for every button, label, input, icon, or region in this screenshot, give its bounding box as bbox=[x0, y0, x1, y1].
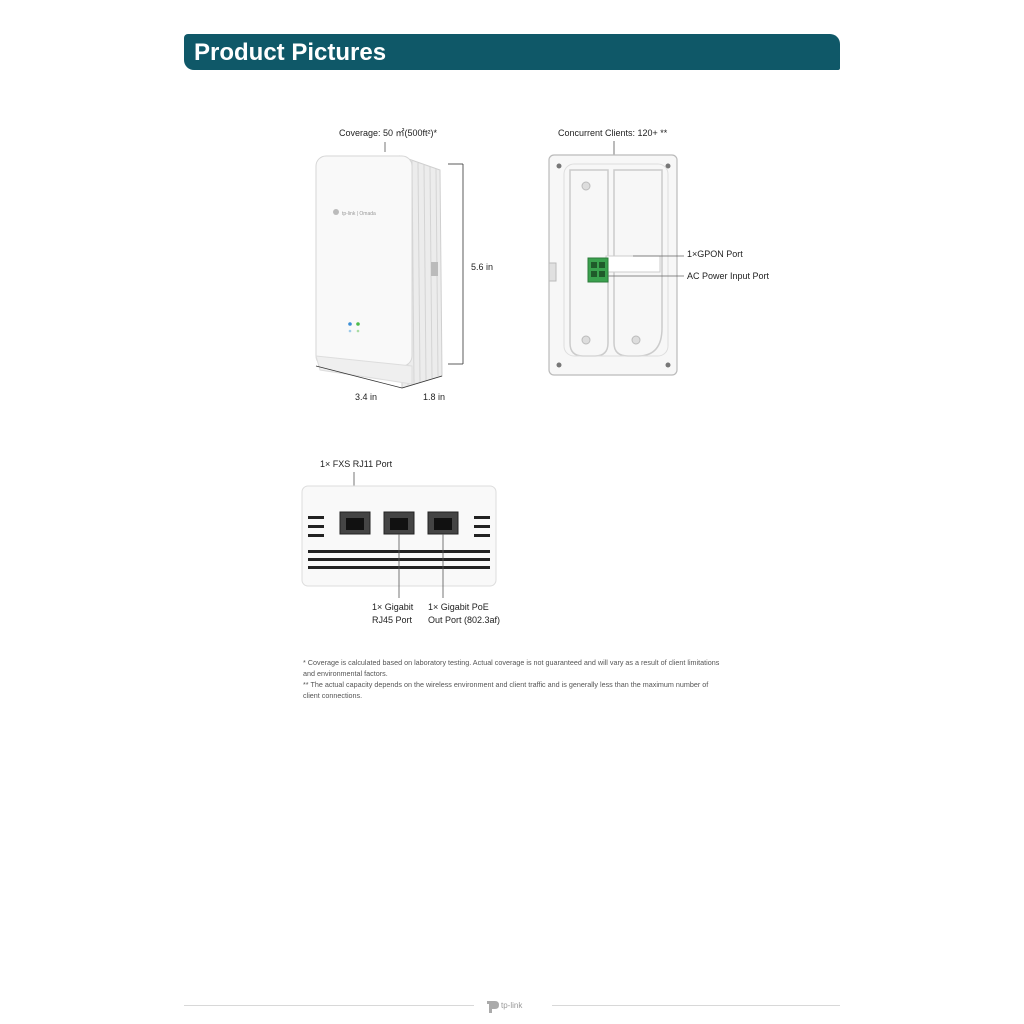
back-view-image bbox=[548, 141, 684, 376]
footnote-capacity: ** The actual capacity depends on the wi… bbox=[303, 680, 709, 700]
tp-link-logo: tp-link bbox=[487, 1001, 523, 1013]
footnote-coverage: * Coverage is calculated based on labora… bbox=[303, 658, 720, 678]
clients-label: Concurrent Clients: 120+ ** bbox=[558, 128, 668, 138]
poe-port-label-line2: Out Port (802.3af) bbox=[428, 615, 501, 625]
coverage-label: Coverage: 50 ㎡(500ft²)* bbox=[339, 128, 438, 138]
section-header-bar: Product Pictures bbox=[184, 34, 840, 70]
footer-divider-right bbox=[552, 1005, 840, 1006]
footer-divider-left bbox=[184, 1005, 474, 1006]
gpon-port-label: 1×GPON Port bbox=[687, 249, 743, 259]
front-brand-text: tp-link | Omada bbox=[342, 211, 376, 217]
fxs-port-label: 1× FXS RJ11 Port bbox=[320, 459, 393, 469]
poe-port-label-line1: 1× Gigabit PoE bbox=[428, 602, 489, 612]
gigabit-port-label-line2: RJ45 Port bbox=[372, 615, 413, 625]
gigabit-port-label-line1: 1× Gigabit bbox=[372, 602, 414, 612]
page-title: Product Pictures bbox=[194, 39, 387, 66]
depth-label: 1.8 in bbox=[423, 392, 446, 402]
svg-text:tp-link: tp-link bbox=[501, 1001, 523, 1010]
height-label: 5.6 in bbox=[471, 262, 494, 272]
power-port-label: AC Power Input Port bbox=[687, 271, 770, 281]
front-view-image: tp-link | Omada bbox=[315, 142, 464, 389]
width-label: 3.4 in bbox=[355, 392, 378, 402]
bottom-view-image bbox=[301, 472, 497, 598]
